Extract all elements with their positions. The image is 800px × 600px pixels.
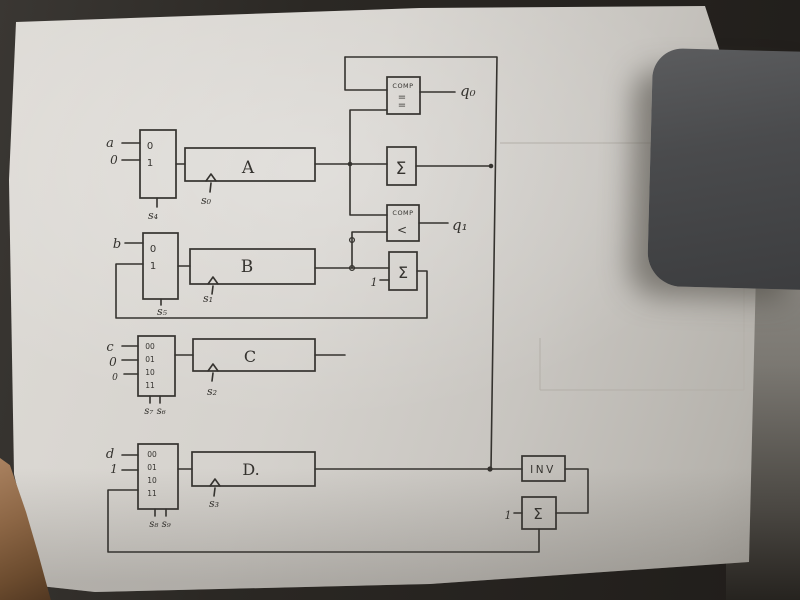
input-c-extra-label: 0 [112,373,118,383]
wire-branch-comp-lt-2 [351,231,388,269]
comp-lt-box [386,204,420,242]
sum1-symbol: Σ [396,159,407,179]
wire-loop-to-comp-eq [344,56,388,91]
reg-b-select-label: s₁ [203,292,213,305]
node-open-1 [348,236,356,244]
input-d1-label: 1 [110,462,118,476]
sum2-symbol: Σ [398,263,408,282]
sum3-box [521,496,557,530]
wire-top-loop [344,56,498,470]
mux1-box [139,129,177,199]
input-d-label: d [106,447,114,462]
wire-d-feedback [107,489,540,553]
reg-a-select-caret [205,173,217,193]
wire-a-out-to-comp-eq [349,109,388,165]
mux4-row3-label: 11 [147,489,157,498]
reg-a-label: A [241,158,255,178]
sum2-const-label: 1 [371,276,378,289]
pencil-lines [500,142,745,391]
input-a0-label: 0 [110,153,118,167]
input-b-label: b [113,237,121,252]
mux2-select-label: s₅ [157,305,168,318]
input-c-label: c [106,340,114,355]
mux2-row1-label: 1 [150,261,156,272]
node-open-2 [348,264,356,272]
comp-eq-symbol-bottom: = [398,100,406,111]
reg-b-select-caret [207,276,219,295]
mux4-row0-label: 00 [147,450,157,459]
junction-a-out [347,161,353,167]
mux4-row1-label: 01 [147,463,157,472]
inv-box [521,455,566,482]
mux1-row0-label: 0 [147,141,153,152]
junction-dots [347,161,494,472]
sum1-box [386,146,417,186]
mux4-box [137,443,179,510]
mux3-row3-label: 11 [145,381,155,390]
mux4-select-label: s₈ s₉ [149,519,170,530]
reg-b-label: B [241,257,254,277]
reg-d-label: D. [242,460,259,479]
wire-inv-to-sum3 [555,468,589,514]
inv-label: INV [530,464,556,476]
reg-c-label: C [244,347,256,366]
output-q0-label: q₀ [460,82,476,100]
mux2-row0-label: 0 [150,244,156,255]
reg-c-select-label: s₂ [207,385,217,398]
reg-b-box [189,248,316,285]
comp-eq-title: COMP [392,82,413,90]
dark-object-shadow [646,47,800,291]
comp-eq-box [386,76,421,115]
mux2-box [142,232,179,300]
input-c0-label: 0 [109,355,117,369]
blocks [137,76,566,530]
labels: a 0 0 1 s₄ A s₀ COMP = = q₀ Σ COMP < q₁ … [106,82,556,530]
wire-branch-comp-lt-1 [349,163,388,216]
mux3-row1-label: 01 [145,355,155,364]
sum3-const-label: 1 [505,509,512,522]
mux3-box [137,335,176,397]
junction-sum1-loop [488,163,494,169]
mux3-row0-label: 00 [145,342,155,351]
reg-c-box [192,338,316,372]
reg-d-select-label: s₃ [209,497,219,510]
mux3-row2-label: 10 [145,368,155,377]
wiring [107,56,589,553]
wire-b-feedback [115,263,428,319]
mux4-row2-label: 10 [147,476,157,485]
input-a-label: a [106,136,114,151]
mux1-row1-label: 1 [147,158,153,169]
comp-lt-symbol: < [397,223,407,237]
mux1-select-label: s₄ [148,209,158,222]
reg-d-box [191,451,316,487]
sum2-box [388,251,418,291]
junction-inv-input [487,466,493,472]
reg-c-select-caret [207,363,219,382]
comp-lt-title: COMP [392,209,413,217]
reg-a-box [184,147,316,182]
reg-a-select-label: s₀ [201,194,212,207]
reg-d-select-caret [209,478,221,497]
mux3-select-label: s₇ s₆ [144,406,165,417]
output-q1-label: q₁ [452,216,468,234]
sum3-symbol: Σ [533,505,542,523]
comp-eq-symbol-top: = [398,92,406,103]
